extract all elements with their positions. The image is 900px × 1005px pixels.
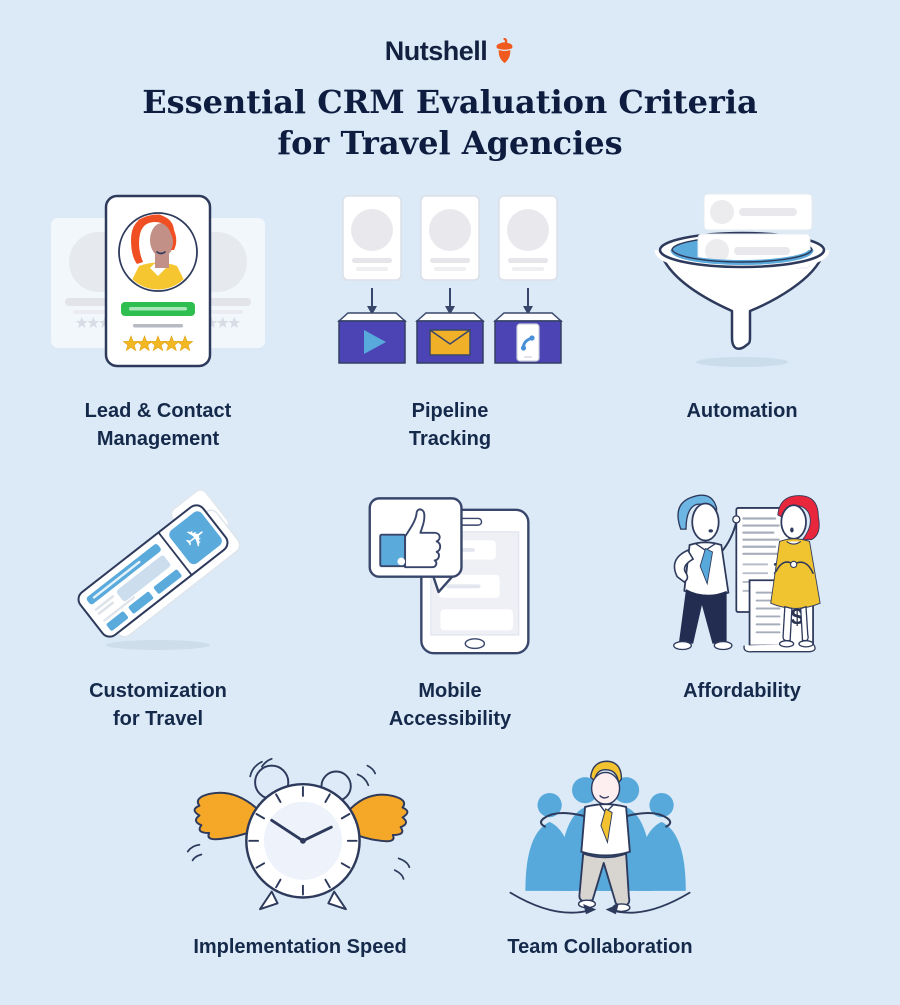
criterion-implementation-speed: Implementation Speed [150,751,450,961]
criterion-label: Pipeline Tracking [408,400,492,450]
pipeline-stages-illustration [337,195,563,364]
title-line-1: Essential CRM Evaluation Criteria [142,83,758,121]
criterion-label: Affordability [683,680,801,702]
man-figure [672,494,741,651]
criteria-row-1: Lead & Contact Management [0,190,900,453]
contact-cards-illustration [51,194,265,368]
converging-arrows [509,891,691,915]
people-receipt-illustration: $ [672,494,821,653]
winged-alarm-clock-illustration [186,757,410,911]
criterion-label: Lead & Contact Management [84,400,232,450]
team-circle-illustration [509,760,691,915]
brand-name: Nutshell [384,36,488,66]
criterion-team-collaboration: Team Collaboration [450,751,750,961]
funnel-illustration [654,193,830,367]
criterion-customization-for-travel: ✈ Customization for Travel [12,485,304,733]
criterion-automation: Automation [596,190,888,453]
phone-thumbs-up-illustration [368,497,530,655]
criterion-label: Automation [686,400,798,422]
title-line-2: for Travel Agencies [277,124,623,162]
criterion-label: Mobile Accessibility [388,680,512,730]
criterion-mobile-accessibility: Mobile Accessibility [304,485,596,733]
criterion-lead-contact-management: Lead & Contact Management [12,190,304,453]
leader-figure [539,760,672,913]
criterion-pipeline-tracking: Pipeline Tracking [304,190,596,453]
criterion-affordability: $ [596,485,888,733]
criteria-row-2: ✈ Customization for Travel [0,485,900,733]
thumbs-up-bubble-icon [368,497,463,594]
woman-figure [769,495,821,648]
phone-call-icon [516,323,540,362]
acorn-icon [496,38,513,64]
page-title: Essential CRM Evaluation Criteria for Tr… [0,82,900,164]
criterion-label: Team Collaboration [507,936,693,958]
criterion-label: Implementation Speed [193,936,407,958]
brand-logo: Nutshell [385,36,516,66]
play-icon [364,330,386,354]
criterion-label: Customization for Travel [89,680,227,730]
envelope-icon [429,329,471,356]
criteria-row-3: Implementation Speed [0,751,900,961]
plane-tickets-illustration: ✈ [77,489,241,650]
header: Nutshell Essential CRM Evaluation Criter… [0,0,900,164]
